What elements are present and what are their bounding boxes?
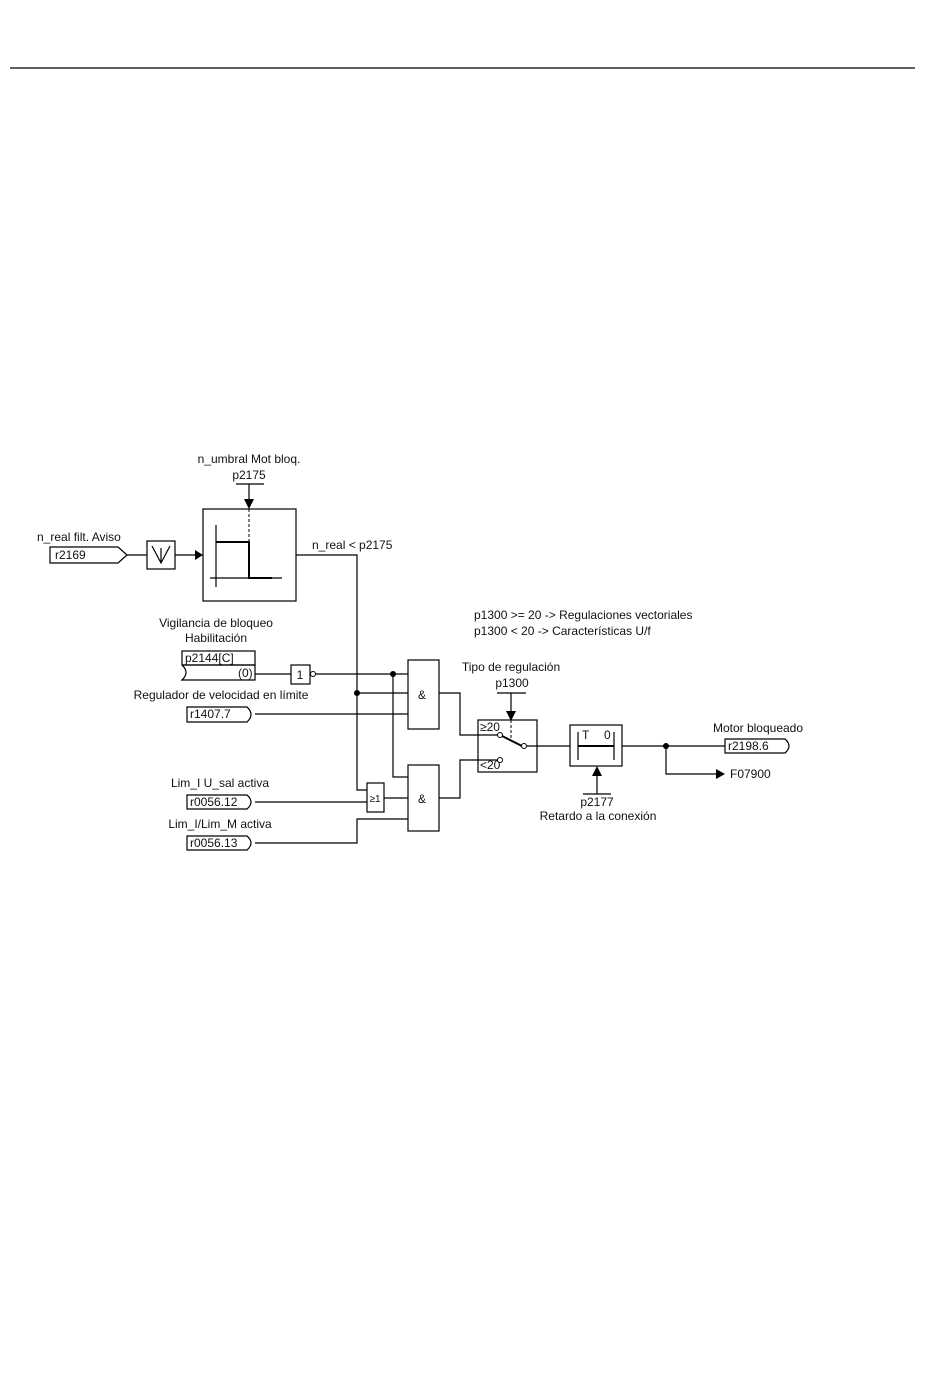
timer-T-label: T bbox=[582, 728, 590, 742]
info-line-1: p1300 >= 20 -> Regulaciones vectoriales bbox=[474, 608, 692, 622]
switch-pivot bbox=[521, 743, 527, 749]
p2144-connector bbox=[180, 664, 256, 681]
habilitacion-label: Habilitación bbox=[185, 631, 247, 645]
switch-contact-lt20 bbox=[497, 757, 503, 763]
r0056-12-value: r0056.12 bbox=[190, 795, 238, 809]
lim-m-label: Lim_I/Lim_M activa bbox=[168, 817, 272, 831]
info-line-2: p1300 < 20 -> Características U/f bbox=[474, 624, 651, 638]
filter-arrow bbox=[195, 550, 203, 560]
r1407-value: r1407.7 bbox=[190, 707, 231, 721]
regulador-label: Regulador de velocidad en límite bbox=[134, 688, 309, 702]
p2144-default: (0) bbox=[238, 666, 253, 680]
not-gate-bubble bbox=[310, 671, 316, 677]
and-gate-1-label: & bbox=[418, 688, 426, 702]
p2175-arrow bbox=[244, 499, 254, 509]
and-gate-2-label: & bbox=[418, 792, 426, 806]
n-umbral-label: n_umbral Mot bloq. bbox=[198, 452, 301, 466]
fault-arrow bbox=[716, 769, 725, 779]
and-gate-2 bbox=[407, 764, 440, 832]
n-real-cmp-label: n_real < p2175 bbox=[312, 538, 393, 552]
p1300-label: p1300 bbox=[495, 676, 529, 690]
n-real-filt-label: n_real filt. Aviso bbox=[37, 530, 121, 544]
switch-contact-ge20 bbox=[497, 732, 503, 738]
p1300-arrow bbox=[506, 711, 516, 721]
f07900-label: F07900 bbox=[730, 767, 771, 781]
lim-i-label: Lim_I U_sal activa bbox=[171, 776, 269, 790]
p2177-arrow bbox=[592, 766, 602, 776]
fault-branch-wire bbox=[665, 746, 716, 775]
vigilancia-label: Vigilancia de bloqueo bbox=[159, 616, 273, 630]
r1407-connector bbox=[186, 706, 252, 723]
or-gate-label: ≥1 bbox=[369, 794, 380, 805]
r2169-value: r2169 bbox=[55, 548, 86, 562]
not-branch-wire bbox=[392, 674, 408, 778]
junction-not bbox=[390, 671, 396, 677]
retardo-label: Retardo a la conexión bbox=[540, 809, 657, 823]
threshold-out-wire bbox=[296, 554, 367, 791]
switch-lever bbox=[501, 735, 523, 747]
r0056-13-wire bbox=[255, 818, 408, 844]
r0056-13-value: r0056.13 bbox=[190, 836, 238, 850]
and-gate-1 bbox=[407, 659, 440, 730]
r0056-12-connector bbox=[186, 794, 252, 810]
r2198-connector bbox=[724, 738, 790, 754]
r0056-13-connector bbox=[186, 835, 252, 851]
r2198-value: r2198.6 bbox=[728, 739, 769, 753]
tipo-regulacion-label: Tipo de regulación bbox=[462, 660, 560, 674]
and2-to-switch bbox=[439, 759, 478, 799]
r2169-connector bbox=[49, 546, 128, 564]
not-gate bbox=[290, 664, 311, 685]
p2177-label: p2177 bbox=[580, 795, 614, 809]
p2144-value: p2144[C] bbox=[185, 651, 234, 665]
threshold-characteristic bbox=[216, 541, 272, 579]
not-gate-label: 1 bbox=[297, 668, 304, 682]
motor-bloqueado-label: Motor bloqueado bbox=[713, 721, 803, 735]
p2175-label: p2175 bbox=[232, 468, 266, 482]
abs-filter-icon bbox=[151, 545, 171, 565]
ge20-label: ≥20 bbox=[480, 720, 500, 734]
and1-to-switch bbox=[439, 692, 478, 736]
timer-0-label: 0 bbox=[604, 728, 611, 742]
lt20-label: <20 bbox=[480, 758, 501, 772]
junction-threshold bbox=[354, 690, 360, 696]
